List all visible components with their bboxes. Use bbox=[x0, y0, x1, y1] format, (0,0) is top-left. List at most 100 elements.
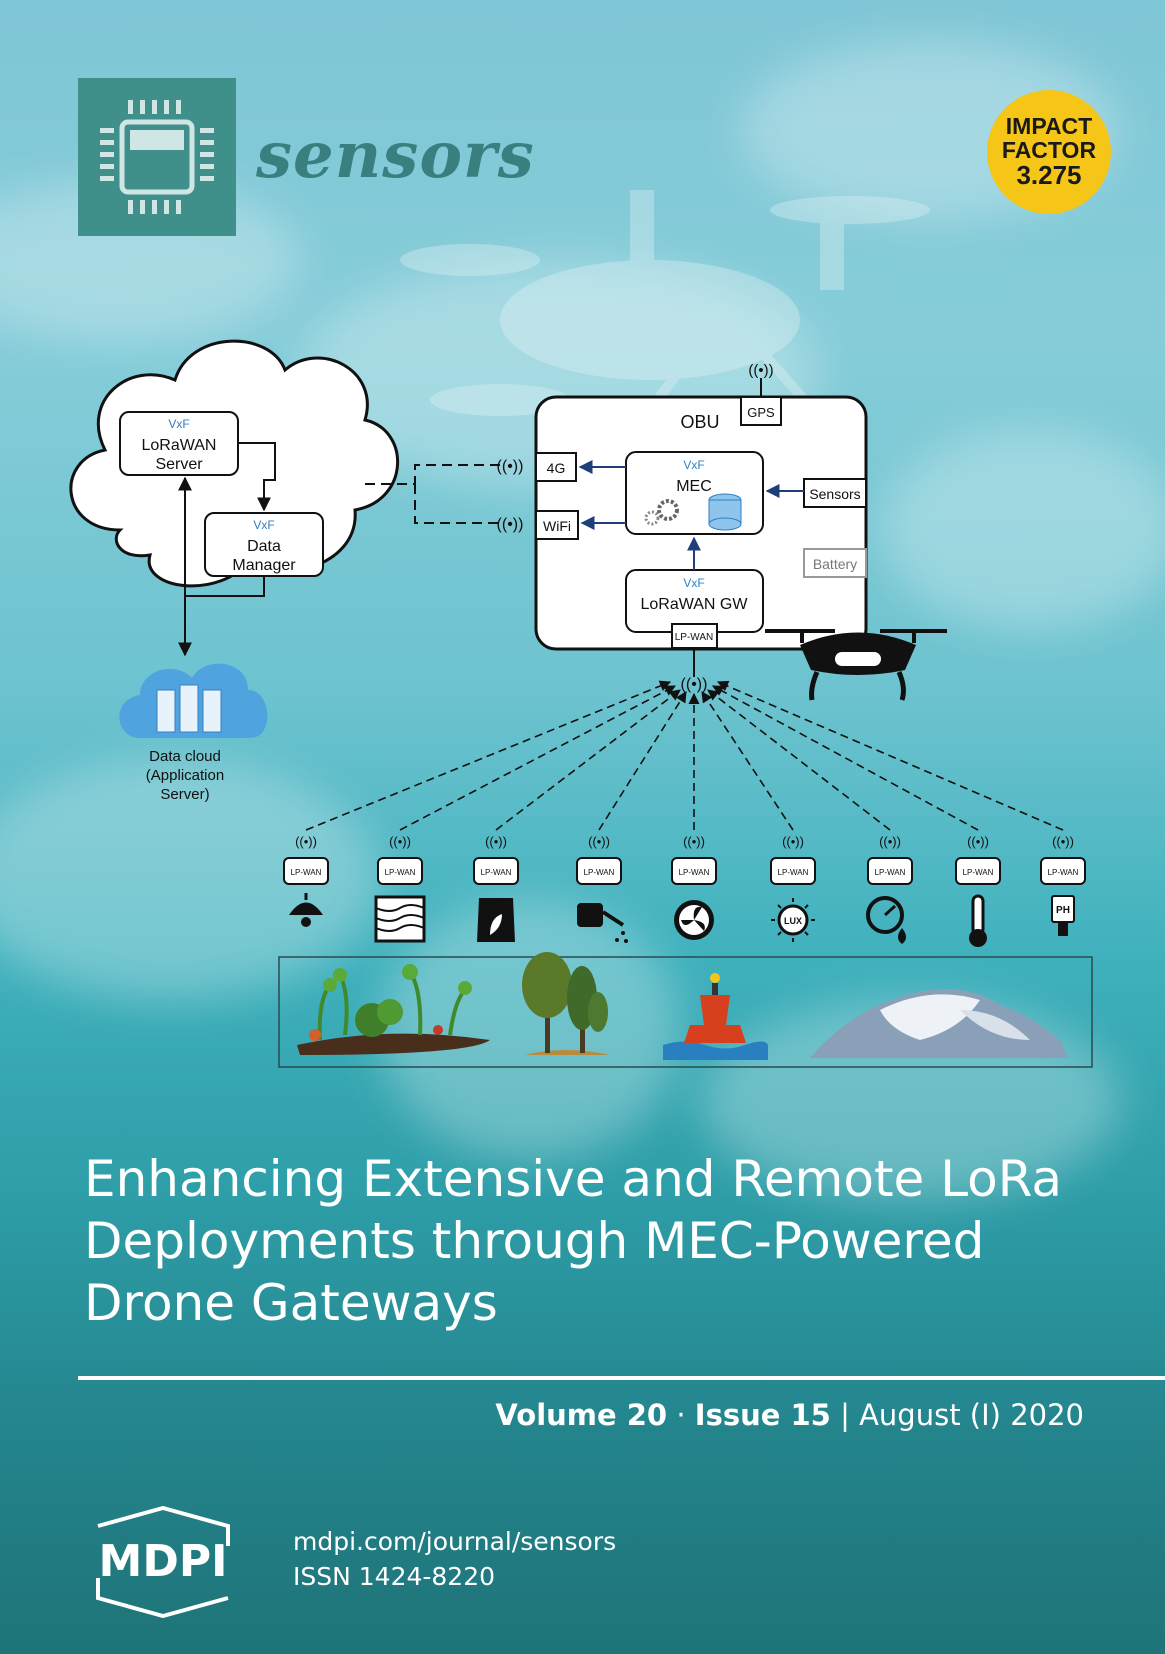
signal-icon: ((•)) bbox=[497, 516, 524, 533]
cloud-4g-link bbox=[365, 464, 500, 485]
data-manager-box: VxF Data Manager bbox=[204, 512, 324, 577]
data-cloud-icon bbox=[119, 663, 268, 738]
port-4g-label: 4G bbox=[547, 460, 566, 476]
title-divider bbox=[78, 1376, 1165, 1380]
architecture-diagram: VxF LoRaWAN Server VxF Data Manager Data… bbox=[69, 339, 1093, 1068]
sensors-label: Sensors bbox=[809, 486, 860, 502]
gps-label: GPS bbox=[747, 405, 775, 420]
article-title: Enhancing Extensive and Remote LoRa Depl… bbox=[84, 1148, 1144, 1334]
lorawan-server-line1: LoRaWAN bbox=[142, 437, 217, 454]
journal-url[interactable]: mdpi.com/journal/sensors bbox=[293, 1527, 617, 1556]
lux-text: LUX bbox=[784, 916, 802, 926]
issue-label: Issue 15 bbox=[694, 1398, 831, 1432]
mdpi-logo: MDPI bbox=[96, 1506, 230, 1618]
lorawan-server-line2: Server bbox=[155, 456, 203, 473]
ph-sensor-icon: PH bbox=[1051, 895, 1075, 936]
issue-separator: | bbox=[840, 1398, 850, 1432]
svg-text:((•)): ((•)) bbox=[782, 834, 804, 849]
node-lpwan-label: LP-WAN bbox=[481, 868, 512, 877]
lorawan-gw-label: LoRaWAN GW bbox=[641, 596, 749, 613]
svg-text:((•)): ((•)) bbox=[1052, 834, 1074, 849]
journal-name: sensors bbox=[256, 118, 535, 193]
chip-icon bbox=[100, 100, 214, 214]
svg-text:((•)): ((•)) bbox=[879, 834, 901, 849]
node-lpwan-label: LP-WAN bbox=[963, 868, 994, 877]
svg-text:((•)): ((•)) bbox=[683, 834, 705, 849]
obu-box: OBU GPS ((•)) 4G WiFi VxF MEC Sensors Ba… bbox=[534, 362, 868, 651]
lorawan-server-tag: VxF bbox=[168, 417, 189, 431]
sensor-nodes: ((•)) LP-WAN ((•)) LP-WAN ((•)) LP-WAN (… bbox=[283, 834, 1086, 947]
pressure-gauge-icon bbox=[866, 896, 906, 944]
gateway-antenna-icon: ((•)) bbox=[681, 676, 708, 693]
obu-title: OBU bbox=[680, 412, 719, 432]
scenes-panel bbox=[278, 956, 1093, 1068]
forest-scene bbox=[522, 952, 610, 1055]
sensor-node: ((•)) LP-WAN bbox=[473, 834, 519, 942]
mec-tag: VxF bbox=[683, 458, 704, 472]
lorawan-gw-tag: VxF bbox=[683, 576, 704, 590]
sky-cloud bbox=[880, 430, 1165, 630]
node-lpwan-label: LP-WAN bbox=[778, 868, 809, 877]
fan-icon bbox=[674, 900, 714, 940]
mountain-scene bbox=[810, 989, 1068, 1058]
battery-label: Battery bbox=[813, 556, 857, 572]
sensor-node: ((•)) LP-WAN LUX bbox=[770, 834, 816, 942]
buoy-scene bbox=[663, 973, 768, 1060]
data-manager-tag: VxF bbox=[253, 518, 274, 532]
svg-text:((•)): ((•)) bbox=[485, 834, 507, 849]
signal-icon: ((•)) bbox=[497, 458, 524, 475]
impact-factor-value: 3.275 bbox=[1016, 160, 1082, 191]
data-cloud-line2: (Application bbox=[146, 767, 224, 784]
port-wifi-label: WiFi bbox=[543, 518, 571, 534]
node-lpwan-label: LP-WAN bbox=[584, 868, 615, 877]
issue-date: August (I) 2020 bbox=[859, 1398, 1084, 1432]
lorawan-server-box: VxF LoRaWAN Server bbox=[119, 411, 239, 476]
gear-icon bbox=[644, 510, 660, 526]
sensor-node: ((•)) LP-WAN PH bbox=[1040, 834, 1086, 936]
volume-label: Volume 20 bbox=[495, 1398, 668, 1432]
factor-label: FACTOR bbox=[1001, 136, 1097, 163]
article-title-line2: Deployments through MEC-Powered bbox=[84, 1212, 985, 1270]
node-lpwan-label: LP-WAN bbox=[875, 868, 906, 877]
article-title-line3: Drone Gateways bbox=[84, 1274, 498, 1332]
curtain-icon bbox=[374, 895, 426, 943]
lux-sensor-icon: LUX bbox=[771, 898, 815, 942]
drone-icon bbox=[765, 629, 947, 701]
svg-text:((•)): ((•)) bbox=[389, 834, 411, 849]
node-lpwan-label: LP-WAN bbox=[679, 868, 710, 877]
mec-label: MEC bbox=[676, 478, 712, 495]
lamp-icon bbox=[289, 893, 323, 927]
sensor-node: ((•)) LP-WAN bbox=[374, 834, 426, 943]
data-manager-line2: Manager bbox=[232, 557, 296, 574]
issue-dot: · bbox=[676, 1398, 686, 1432]
thermometer-icon bbox=[969, 894, 987, 947]
watering-can-icon bbox=[577, 903, 628, 943]
node-lpwan-label: LP-WAN bbox=[1048, 868, 1079, 877]
data-cloud-line3: Server) bbox=[160, 786, 209, 803]
sensor-node: ((•)) LP-WAN bbox=[955, 834, 1001, 947]
sensor-node: ((•)) LP-WAN bbox=[671, 834, 717, 940]
gps-antenna-icon: ((•)) bbox=[748, 362, 773, 379]
node-lpwan-label: LP-WAN bbox=[291, 868, 322, 877]
journal-logo bbox=[78, 78, 236, 236]
svg-text:((•)): ((•)) bbox=[588, 834, 610, 849]
svg-text:((•)): ((•)) bbox=[967, 834, 989, 849]
data-manager-line1: Data bbox=[247, 538, 281, 555]
background-drone-image bbox=[400, 190, 930, 453]
server-to-manager-arrow bbox=[238, 442, 276, 512]
fertilizer-bag-icon bbox=[477, 898, 515, 942]
mdpi-logo-text: MDPI bbox=[99, 1536, 228, 1587]
node-lpwan-label: LP-WAN bbox=[385, 868, 416, 877]
issn: ISSN 1424-8220 bbox=[293, 1562, 496, 1591]
issue-info: Volume 20 · Issue 15 | August (I) 2020 bbox=[495, 1398, 1084, 1432]
impact-label: IMPACT bbox=[1005, 113, 1093, 140]
cloud-wifi-link bbox=[414, 484, 500, 524]
sensor-node: ((•)) LP-WAN bbox=[866, 834, 913, 944]
crops-scene bbox=[297, 964, 490, 1055]
sensor-node: ((•)) LP-WAN bbox=[283, 834, 329, 927]
impact-factor-badge: IMPACT FACTOR 3.275 bbox=[987, 90, 1111, 214]
database-icon bbox=[708, 493, 742, 531]
obu-lpwan-label: LP-WAN bbox=[675, 632, 714, 643]
ph-text: PH bbox=[1056, 905, 1070, 916]
